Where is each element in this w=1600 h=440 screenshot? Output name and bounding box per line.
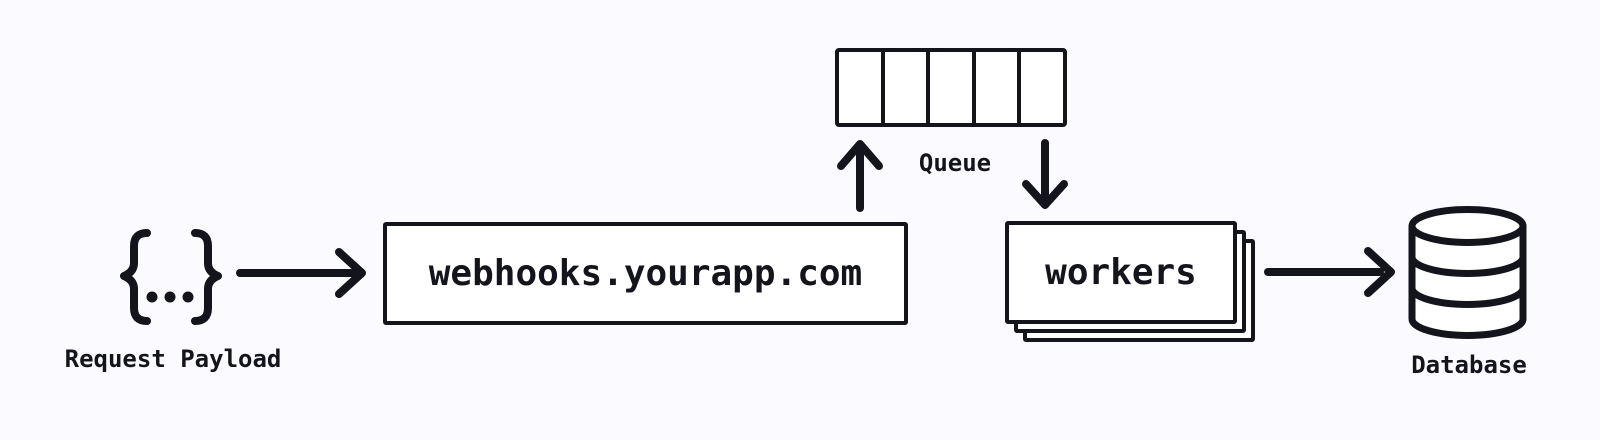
database-icon <box>1408 206 1527 339</box>
webhooks-label: webhooks.yourapp.com <box>428 253 863 294</box>
queue-cell <box>1021 52 1063 123</box>
arrow-workers-to-database <box>1264 247 1395 297</box>
queue-label: Queue <box>918 149 992 177</box>
arrow-queue-to-workers <box>1022 139 1068 209</box>
webhooks-node: webhooks.yourapp.com <box>383 222 908 325</box>
request-payload-label: Request Payload <box>64 345 282 373</box>
queue-cell <box>839 52 885 123</box>
database-label: Database <box>1411 351 1527 379</box>
queue-cell <box>976 52 1022 123</box>
json-payload-icon <box>120 229 222 325</box>
queue-node <box>835 48 1067 127</box>
queue-cell <box>930 52 976 123</box>
arrow-webhooks-to-queue <box>837 140 883 212</box>
workers-node: workers <box>1005 221 1237 324</box>
queue-cell <box>885 52 931 123</box>
arrow-payload-to-webhooks <box>236 248 366 298</box>
workers-label: workers <box>1045 252 1197 293</box>
